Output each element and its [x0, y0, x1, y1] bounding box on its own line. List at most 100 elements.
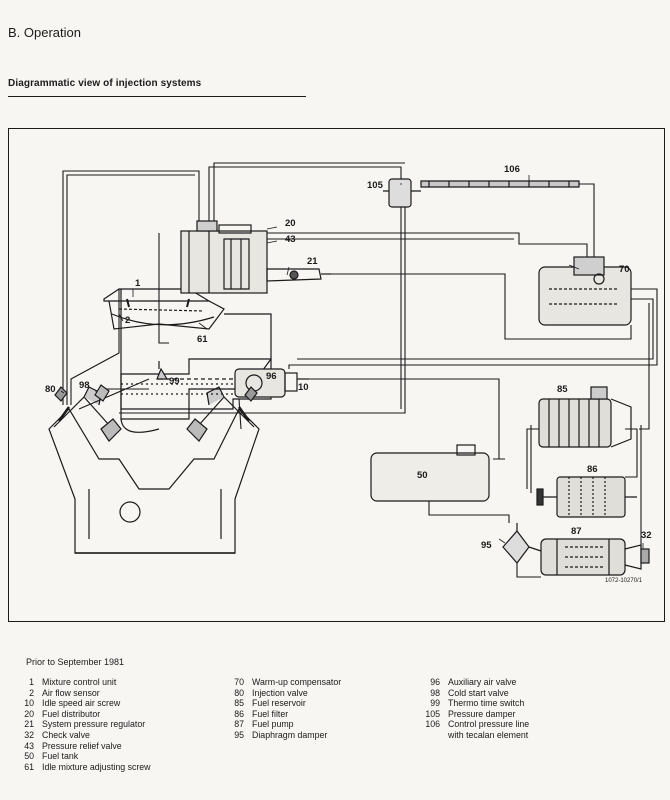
- legend-item: 50 Fuel tank: [12, 751, 151, 762]
- legend-text: Check valve: [42, 729, 90, 740]
- legend-number: 106: [425, 719, 440, 730]
- callout-85: 85: [557, 384, 568, 395]
- engine-block: [48, 386, 260, 554]
- warm-up-compensator: [538, 256, 632, 326]
- legend-text: Pressure relief valve: [42, 740, 122, 751]
- caption-underline: [8, 96, 306, 97]
- legend-number: 85: [234, 698, 244, 709]
- legend-number: [418, 730, 448, 741]
- legend-text: System pressure regulator: [42, 719, 146, 730]
- legend-number: 50: [24, 751, 34, 762]
- legend-text: Injection valve: [252, 687, 308, 698]
- legend-item: 86 Fuel filter: [222, 709, 341, 720]
- cold-start-valve: [94, 384, 110, 402]
- legend-text: Thermo time switch: [448, 698, 525, 709]
- legend-item: 2 Air flow sensor: [12, 688, 151, 699]
- legend-text: Fuel distributor: [42, 708, 101, 719]
- section-title: B. Operation: [8, 25, 81, 40]
- callout-32: 32: [641, 530, 652, 541]
- legend-item: 98 Cold start valve: [418, 688, 529, 699]
- legend-text: Mixture control unit: [42, 677, 117, 687]
- callout-10: 10: [298, 382, 309, 393]
- legend-text: Fuel tank: [42, 751, 79, 762]
- legend-item: 95 Diaphragm damper: [222, 730, 341, 741]
- injection-valves: [54, 386, 258, 402]
- legend-number: 32: [24, 729, 34, 740]
- callout-70: 70: [619, 264, 630, 275]
- legend-number: 80: [234, 687, 244, 698]
- diaphragm-damper: [502, 523, 542, 564]
- callout-leaders: [60, 175, 644, 549]
- legend-item: 105 Pressure damper: [418, 709, 529, 720]
- callout-106: 106: [504, 164, 520, 175]
- fuel-pump: [540, 538, 642, 576]
- injection-system-diagram: 1 2 20 43 21 61 80 98 99 96 10 105 106 7…: [8, 128, 665, 622]
- mixture-control-unit: [103, 220, 331, 330]
- legend-item: 20 Fuel distributor: [12, 709, 151, 720]
- fuel-tank: [370, 444, 490, 502]
- legend-item: 96 Auxiliary air valve: [418, 677, 529, 688]
- check-valve: [640, 548, 650, 564]
- callout-95: 95: [481, 540, 492, 551]
- fuel-filter: [536, 476, 637, 518]
- legend-number: 87: [234, 719, 244, 730]
- figure-caption-title: Diagrammatic view of injection systems: [8, 78, 202, 89]
- callout-61: 61: [197, 334, 208, 345]
- legend-item: 99 Thermo time switch: [418, 698, 529, 709]
- legend-text: Idle mixture adjusting screw: [42, 761, 151, 772]
- legend-item: 32 Check valve: [12, 730, 151, 741]
- legend-text: Diaphragm damper: [252, 729, 328, 740]
- fuel-lines: [62, 162, 658, 578]
- callout-99: 99: [169, 376, 180, 387]
- callout-50: 50: [417, 470, 428, 481]
- legend-text: Air flow sensor: [42, 687, 100, 698]
- air-flow-sensor: [120, 289, 272, 433]
- fuel-reservoir: [538, 386, 632, 448]
- callout-21: 21: [307, 256, 318, 267]
- legend-number: 105: [425, 708, 440, 719]
- legend-number: 10: [24, 698, 34, 709]
- callout-86: 86: [587, 464, 598, 475]
- intake-manifold: [120, 358, 272, 410]
- legend-text: with tecalan element: [448, 729, 529, 740]
- legend-text: Fuel filter: [252, 708, 289, 719]
- legend-text: Control pressure line: [448, 719, 530, 730]
- legend-number: 1: [29, 677, 34, 687]
- legend-text: Warm-up compensator: [252, 677, 342, 687]
- legend-column-3: 96 Auxiliary air valve 98 Cold start valve…: [418, 677, 529, 741]
- legend-number: 86: [234, 708, 244, 719]
- legend-heading: Prior to September 1981: [26, 657, 125, 667]
- diagram-drawing: [48, 162, 658, 578]
- legend-text: Fuel pump: [252, 719, 294, 730]
- auxiliary-air-valve: [234, 368, 309, 398]
- control-pressure-line: [420, 180, 580, 188]
- callout-20: 20: [285, 218, 296, 229]
- legend-number: 98: [430, 687, 440, 698]
- legend-number: 96: [430, 677, 440, 687]
- legend-text: Auxiliary air valve: [448, 677, 517, 687]
- callout-2: 2: [125, 315, 131, 326]
- legend-item: 43 Pressure relief valve: [12, 741, 151, 752]
- legend-number: 43: [24, 740, 34, 751]
- pressure-damper: [383, 178, 421, 208]
- callout-43: 43: [285, 234, 296, 245]
- legend-text: Pressure damper: [448, 708, 516, 719]
- callout-1: 1: [135, 278, 141, 289]
- legend-number: 95: [234, 729, 244, 740]
- callout-87: 87: [571, 526, 582, 537]
- callout-80: 80: [45, 384, 56, 395]
- legend-text: Cold start valve: [448, 687, 509, 698]
- legend-number: 2: [29, 687, 34, 698]
- callout-96: 96: [266, 371, 277, 382]
- legend-item: 106 Control pressure line: [418, 719, 529, 730]
- legend-number: 20: [24, 708, 34, 719]
- legend-number: 99: [430, 698, 440, 709]
- thermo-time-switch: [156, 361, 169, 380]
- callout-105: 105: [367, 180, 383, 191]
- figure-reference-number: 1072-10270/1: [605, 578, 643, 584]
